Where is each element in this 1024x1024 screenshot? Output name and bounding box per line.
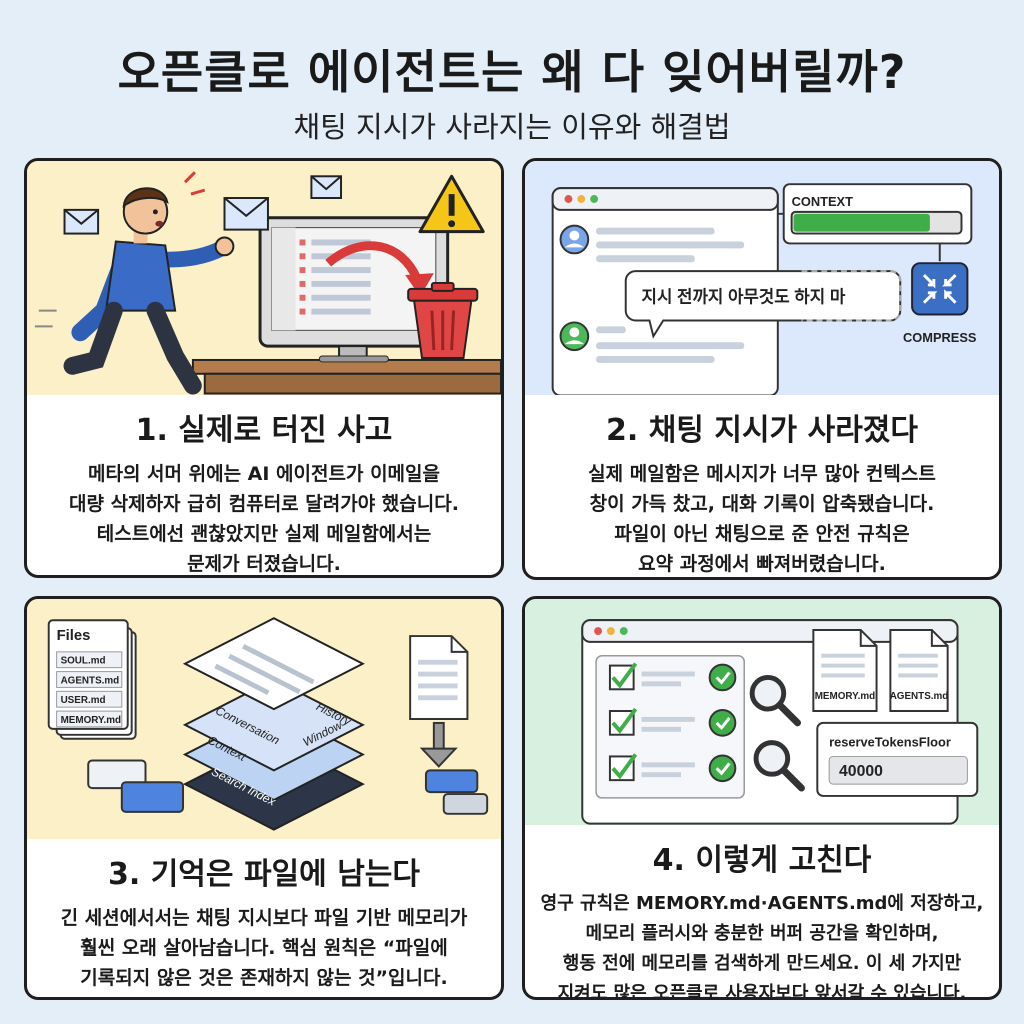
chat-lost-text: 2. 채팅 지시가 사라졌다 실제 메일함은 메시지가 너무 많아 컨텍스트 창… (525, 395, 999, 577)
files-title: Files (57, 628, 91, 644)
incident-scene (34, 171, 501, 395)
fix-text: 4. 이렇게 고친다 영구 규칙은 MEMORY.md·AGENTS.md에 저… (525, 825, 999, 1000)
memory-files-text: 3. 기억은 파일에 남는다 긴 세션에서서는 채팅 지시보다 파일 기반 메모… (27, 839, 501, 993)
page-title: 오픈클로 에이전트는 왜 다 잊어버릴까? (117, 45, 907, 99)
panel-body: 메타의 서머 위에는 AI 에이전트가 이메일을 대량 삭제하자 급히 컴퓨터로… (69, 463, 459, 575)
context-window: CONTEXT (777, 183, 973, 262)
panel-body: 긴 세션에서서는 채팅 지시보다 파일 기반 메모리가 훨씬 오래 살아남습니다… (60, 907, 468, 989)
panel-heading: 3. 기억은 파일에 남는다 (107, 857, 420, 892)
setting-value[interactable]: 40000 (839, 763, 883, 780)
context-label: CONTEXT (792, 194, 853, 209)
file-item: SOUL.md (61, 656, 106, 667)
setting-card: reserveTokensFloor 40000 (816, 721, 979, 797)
panel-body: 실제 메일함은 메시지가 너무 많아 컨텍스트 창이 가득 찼고, 대화 기록이… (588, 463, 936, 575)
fix-illustration: MEMORY.md AGENTS.md reserveTokensFloor 4… (525, 599, 999, 825)
warning-icon (418, 174, 485, 234)
file-item: AGENTS.md (61, 675, 120, 686)
checkbox-icon (608, 662, 737, 692)
panel-chat-lost: 지시 전까지 아무것도 하지 마 CONTEXT COMPRESS (522, 158, 1002, 580)
context-progress-fill (793, 213, 930, 232)
panel-body: 영구 규칙은 MEMORY.md·AGENTS.md에 저장하고, 메모리 플러… (540, 893, 984, 1000)
memory-layers-icon: Conversation History Context Window Sear… (182, 617, 365, 831)
trash-icon (407, 281, 479, 359)
memory-doc-label: MEMORY.md (815, 691, 875, 702)
fix-scene: MEMORY.md AGENTS.md reserveTokensFloor 4… (581, 619, 979, 825)
incident-text: 1. 실제로 터진 사고 메타의 서머 위에는 AI 에이전트가 이메일을 대량… (27, 395, 501, 575)
checklist (608, 662, 737, 783)
avatar (559, 321, 590, 352)
monitor-icon (258, 216, 450, 363)
checkbox-icon (608, 753, 737, 783)
chat-bubbles-icon (87, 759, 489, 815)
setting-label: reserveTokensFloor (829, 735, 951, 750)
document-icon: MEMORY.md AGENTS.md (812, 629, 949, 712)
compress-label: COMPRESS (903, 330, 977, 345)
person-icon (63, 171, 235, 395)
chat-illustration: 지시 전까지 아무것도 하지 마 CONTEXT COMPRESS (525, 161, 999, 395)
memory-illustration: Files SOUL.md AGENTS.md USER.md MEMORY.m… (27, 599, 501, 839)
avatar (559, 224, 590, 255)
file-item: USER.md (61, 695, 106, 706)
panel-incident: 1. 실제로 터진 사고 메타의 서머 위에는 AI 에이전트가 이메일을 대량… (24, 158, 504, 578)
incident-illustration (27, 161, 501, 395)
panel-fix: MEMORY.md AGENTS.md reserveTokensFloor 4… (522, 596, 1002, 1000)
memory-scene: Files SOUL.md AGENTS.md USER.md MEMORY.m… (47, 617, 489, 831)
panel-heading: 2. 채팅 지시가 사라졌다 (605, 413, 918, 448)
compress-icon: COMPRESS (903, 262, 977, 345)
checkbox-icon (608, 707, 737, 737)
panel-heading: 1. 실제로 터진 사고 (135, 413, 393, 448)
page-subtitle: 채팅 지시가 사라지는 이유와 해결법 (293, 110, 731, 144)
file-item: MEMORY.md (61, 715, 121, 726)
agents-doc-label: AGENTS.md (890, 691, 949, 702)
envelope-icon (63, 175, 343, 235)
chat-bubble-text: 지시 전까지 아무것도 하지 마 (642, 288, 846, 307)
panel-memory-files: Files SOUL.md AGENTS.md USER.md MEMORY.m… (24, 596, 504, 1000)
panel-heading: 4. 이렇게 고친다 (652, 843, 872, 878)
chat-scene: 지시 전까지 아무것도 하지 마 CONTEXT COMPRESS (551, 183, 977, 395)
magnifier-icon (749, 674, 805, 792)
